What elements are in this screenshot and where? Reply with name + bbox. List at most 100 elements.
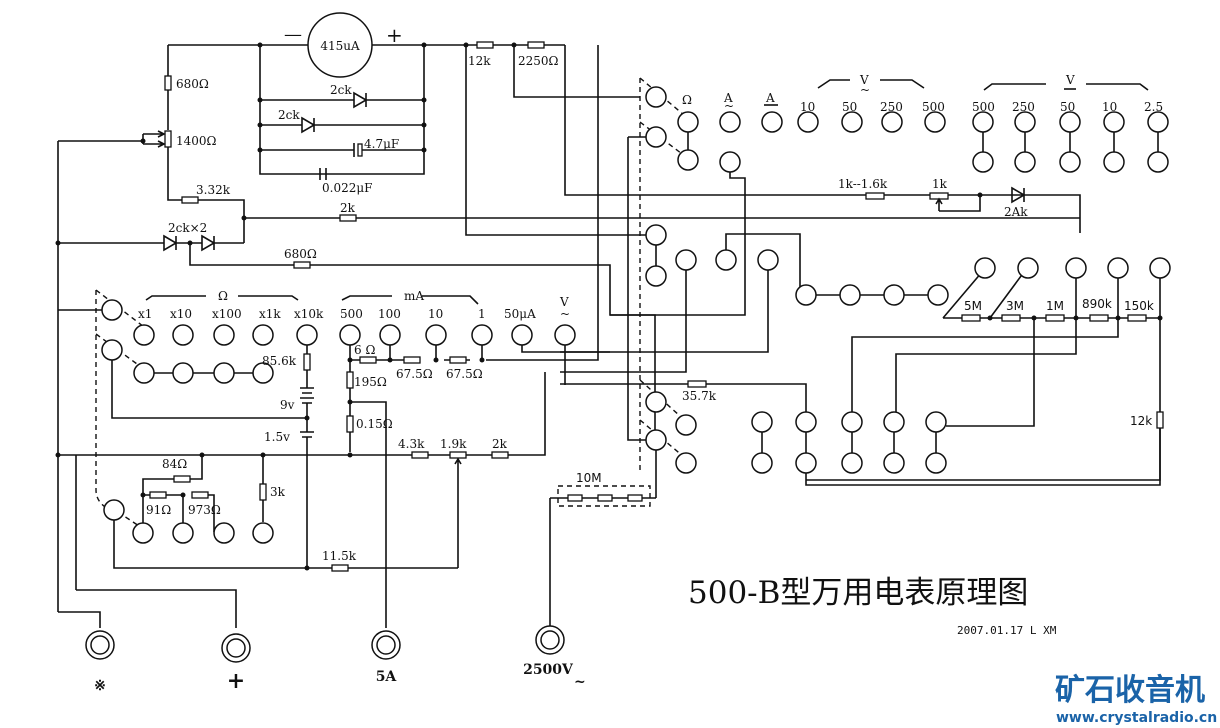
right-aac-label: A (723, 91, 733, 105)
switch-contact-aac[interactable] (719, 111, 741, 133)
right-ohm-label: Ω (682, 93, 692, 107)
vdc-range-500: 500 (972, 100, 995, 114)
ohm-range-x1k: x1k (259, 307, 281, 321)
r-6-label: 6 Ω (354, 343, 375, 357)
tilde-icon: ~ (724, 99, 734, 113)
cap-0022-label: 0.022μF (322, 181, 372, 195)
switch-contact[interactable] (757, 249, 779, 271)
switch-contact[interactable] (924, 111, 946, 133)
switch-contact[interactable] (101, 339, 123, 361)
meter-plus: + (386, 23, 403, 47)
r-675b-label: 67.5Ω (446, 367, 483, 381)
switch-contact[interactable] (795, 284, 817, 306)
r-150k-label: 150k (1124, 299, 1154, 313)
right-switch: Ω A ~ A V ~ 10 50 250 500 V 500 250 50 1… (549, 73, 1171, 628)
cap-4u7-label: 4.7μF (364, 137, 399, 151)
terminal-2500v-label: 2500V (523, 662, 574, 678)
pot-19k-label: 1.9k (440, 437, 467, 451)
diode-2ckx2-label: 2ck×2 (168, 221, 207, 235)
terminal-5a[interactable]: 5A (371, 630, 401, 685)
switch-contact[interactable] (645, 265, 667, 287)
switch-contact-ohm[interactable] (677, 111, 699, 133)
ma-range-10: 10 (428, 307, 443, 321)
switch-contact[interactable] (645, 86, 667, 108)
vdc-range-50: 50 (1060, 100, 1075, 114)
vdc-range-10: 10 (1102, 100, 1117, 114)
diagram-title: 500-B型万用电表原理图 (688, 575, 1028, 611)
switch-contact[interactable] (675, 249, 697, 271)
r-3m-label: 3M (1006, 299, 1024, 313)
vdc-range-2.5: 2.5 (1144, 100, 1163, 114)
left-switch: Ω x1 x10 x100 x1k x10k 85.6k 9v 1.5v mA … (55, 45, 610, 628)
r-675a-label: 67.5Ω (396, 367, 433, 381)
switch-contact[interactable] (675, 414, 697, 436)
r-91-label: 91Ω (146, 503, 171, 517)
ohm-range-x1: x1 (138, 307, 152, 321)
r-2k-mid-label: 2k (340, 201, 356, 215)
terminal-common-label: ※ (94, 678, 106, 694)
switch-contact[interactable] (645, 429, 667, 451)
ohm-range-x100: x100 (212, 307, 242, 321)
vac-left-label: V (559, 295, 569, 309)
terminal-plus[interactable]: + (221, 633, 251, 694)
r-43k-label: 4.3k (398, 437, 425, 451)
terminal-2500v[interactable]: 2500V ~ (523, 625, 586, 690)
r-115k-label: 11.5k (322, 549, 357, 563)
r-10m-label: 10M (576, 471, 602, 485)
r-357k-label: 35.7k (682, 389, 717, 403)
vac-range-250: 250 (880, 100, 903, 114)
diode-2ak-label: 2Ak (1004, 205, 1028, 219)
ma-range-labels: 500 100 10 1 (340, 307, 486, 321)
meter-movement (307, 12, 373, 78)
terminals: ※ + 5A 2500V ~ (85, 625, 586, 694)
switch-contact[interactable] (839, 284, 861, 306)
r-015-label: 0.15Ω (356, 417, 393, 431)
switch-contact[interactable] (101, 299, 123, 321)
ma-range-100: 100 (378, 307, 401, 321)
r-5m-label: 5M (964, 299, 982, 313)
switch-contact[interactable] (645, 126, 667, 148)
watermark-url: www.crystalradio.cn (1056, 710, 1217, 726)
switch-contact[interactable] (677, 149, 699, 171)
ohm-range-labels: x1 x10 x100 x1k x10k (138, 307, 324, 321)
diode-2ck-a-label: 2ck (330, 83, 352, 97)
battery-15v-label: 1.5v (264, 430, 290, 444)
vac-range-50: 50 (842, 100, 857, 114)
vdc-range-labels: 500 250 50 10 2.5 (972, 100, 1163, 114)
r-890k-label: 890k (1082, 297, 1112, 311)
switch-contact[interactable] (675, 452, 697, 474)
switch-contact[interactable] (645, 391, 667, 413)
switch-contact-adc[interactable] (761, 111, 783, 133)
meter-section: 415uA — + 2ck 2ck 4.7μF 0.022μF 12k 2250… (168, 12, 1081, 236)
date-author: 2007.01.17 L XM (957, 624, 1057, 637)
r-84-label: 84Ω (162, 457, 187, 471)
switch-contact[interactable] (881, 111, 903, 133)
switch-contact[interactable] (645, 224, 667, 246)
battery-9v-label: 9v (280, 398, 295, 412)
vdc-group-label: V (1065, 73, 1075, 87)
ma-group-label: mA (404, 289, 424, 303)
ua-range-label: 50μA (504, 307, 536, 321)
tilde-icon: ~ (574, 674, 586, 690)
switch-contact[interactable] (719, 151, 741, 173)
tilde-icon: ~ (860, 83, 870, 97)
r-856k-label: 85.6k (262, 354, 297, 368)
diode-2ck-b-label: 2ck (278, 108, 300, 122)
terminal-common[interactable]: ※ (85, 630, 115, 694)
ohm-range-x10: x10 (170, 307, 192, 321)
tilde-icon: ~ (560, 307, 570, 321)
r-12k-right-label: 12k (1130, 414, 1152, 428)
ohm-range-x10k: x10k (294, 307, 324, 321)
r-1m-label: 1M (1046, 299, 1064, 313)
terminal-5a-label: 5A (376, 669, 398, 685)
r-2k-low-label: 2k (492, 437, 508, 451)
switch-contact[interactable] (883, 284, 905, 306)
r-680-top-label: 680Ω (176, 77, 209, 91)
switch-contact[interactable] (927, 284, 949, 306)
switch-contact[interactable] (797, 111, 819, 133)
switch-contact[interactable] (715, 249, 737, 271)
switch-contact[interactable] (841, 111, 863, 133)
r-680-mid-label: 680Ω (284, 247, 317, 261)
r-195-label: 195Ω (354, 375, 387, 389)
